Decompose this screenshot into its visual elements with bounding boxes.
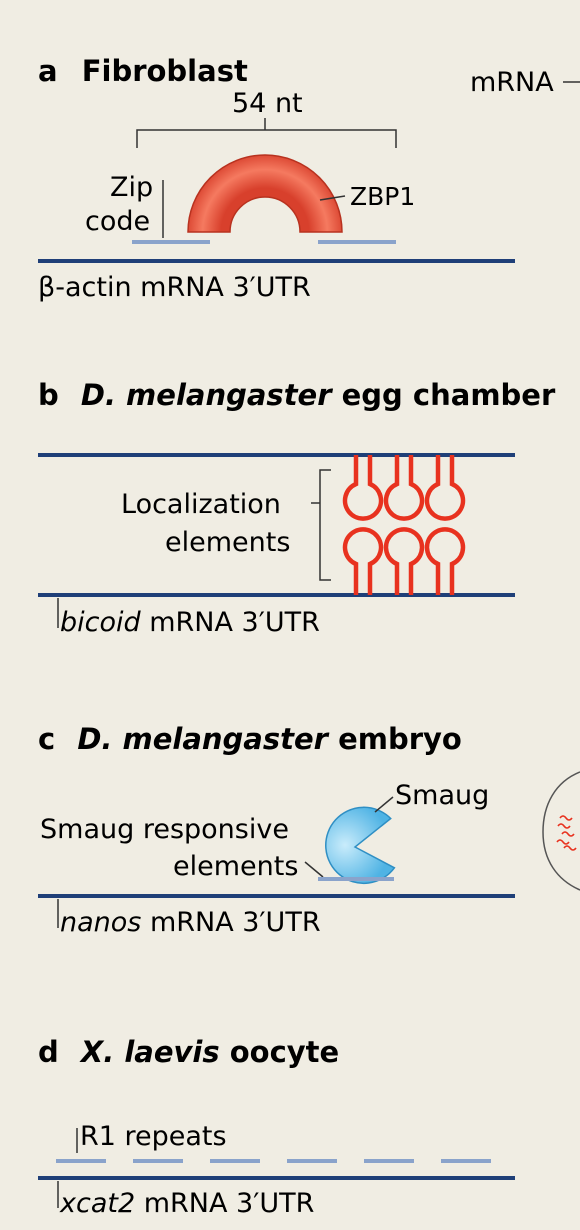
panel-c-element-leader xyxy=(304,861,324,878)
zbp1-label: ZBP1 xyxy=(350,182,415,211)
smaug-leader xyxy=(374,796,394,813)
stem-loop xyxy=(424,527,466,595)
zbp1-leader xyxy=(319,195,346,201)
panel-b-letter: b xyxy=(38,378,59,412)
panel-a-mrna-label: β-actin mRNA 3′UTR xyxy=(38,272,311,303)
embryo-mrna-granules xyxy=(556,815,577,851)
panel-c: c D. melangaster embryo Smaug Smaug resp… xyxy=(38,722,515,938)
panel-a-span-bracket xyxy=(136,118,397,148)
panel-b-element-line1: Localization xyxy=(121,489,281,520)
panel-b-element-bracket xyxy=(311,469,331,581)
panel-b-mrna-suffix: mRNA 3′UTR xyxy=(141,607,320,638)
panel-d-title: d X. laevis oocyte xyxy=(38,1035,339,1069)
stem-loop xyxy=(342,455,384,521)
panel-b-title: b D. melangaster egg chamber xyxy=(38,378,556,412)
panel-d-mrna-suffix: mRNA 3′UTR xyxy=(135,1188,314,1219)
zipcode-label-line2: code xyxy=(85,206,150,237)
panel-c-mrna-suffix: mRNA 3′UTR xyxy=(141,907,320,938)
stem-loop xyxy=(424,455,466,521)
panel-a-title: a Fibroblast xyxy=(38,54,248,88)
zbp1-protein xyxy=(187,154,343,233)
zipcode-label-line1: Zip xyxy=(110,172,153,203)
panel-d-mrna-prefix: xcat2 xyxy=(59,1188,135,1219)
panel-b-element-line2: elements xyxy=(165,527,290,558)
panel-d-mrna-label: xcat2 mRNA 3′UTR xyxy=(59,1188,314,1219)
panel-c-element-line2: elements xyxy=(173,851,298,882)
panel-d-letter: d xyxy=(38,1035,59,1069)
panel-a-mrna-prefix: β-actin xyxy=(38,272,132,303)
smaug-protein xyxy=(325,806,396,885)
panel-c-mrna-prefix: nanos xyxy=(60,907,141,938)
panel-a-mrna-suffix: mRNA 3′UTR xyxy=(132,272,311,303)
embryo-partial xyxy=(542,771,580,891)
corner-mrna-label: mRNA xyxy=(470,67,554,98)
panel-c-title: c D. melangaster embryo xyxy=(38,722,462,756)
panel-c-element-line1: Smaug responsive xyxy=(40,814,289,845)
panel-b-mrna-label: bicoid mRNA 3′UTR xyxy=(60,607,320,638)
panel-b-mrna-prefix: bicoid xyxy=(60,607,142,638)
panel-a: a Fibroblast 54 nt ZBP1 Zip code β-actin… xyxy=(38,54,515,303)
panel-d-title-rest: oocyte xyxy=(220,1035,340,1069)
panel-c-mrna-label: nanos mRNA 3′UTR xyxy=(60,907,321,938)
panel-b: b D. melangaster egg chamber Localizatio… xyxy=(38,378,556,638)
panel-a-letter: a xyxy=(38,54,58,88)
smaug-label: Smaug xyxy=(395,780,489,811)
panel-d-element-label: R1 repeats xyxy=(80,1121,227,1152)
panel-c-letter: c xyxy=(38,722,55,756)
panel-d: d X. laevis oocyte R1 repeats xcat2 mRNA… xyxy=(38,1035,515,1219)
panel-d-title-italic: X. laevis xyxy=(79,1035,220,1069)
panel-a-title-text: Fibroblast xyxy=(82,54,248,88)
panel-c-title-rest: embryo xyxy=(328,722,462,756)
panel-a-span-label: 54 nt xyxy=(232,88,303,119)
panel-b-title-italic: D. melangaster xyxy=(81,378,333,412)
panel-b-title-rest: egg chamber xyxy=(332,378,556,412)
stem-loop xyxy=(383,527,425,595)
panel-c-title-italic: D. melangaster xyxy=(77,722,329,756)
stem-loop xyxy=(383,455,425,521)
embryo-outline xyxy=(542,771,580,891)
stem-loop xyxy=(342,527,384,595)
